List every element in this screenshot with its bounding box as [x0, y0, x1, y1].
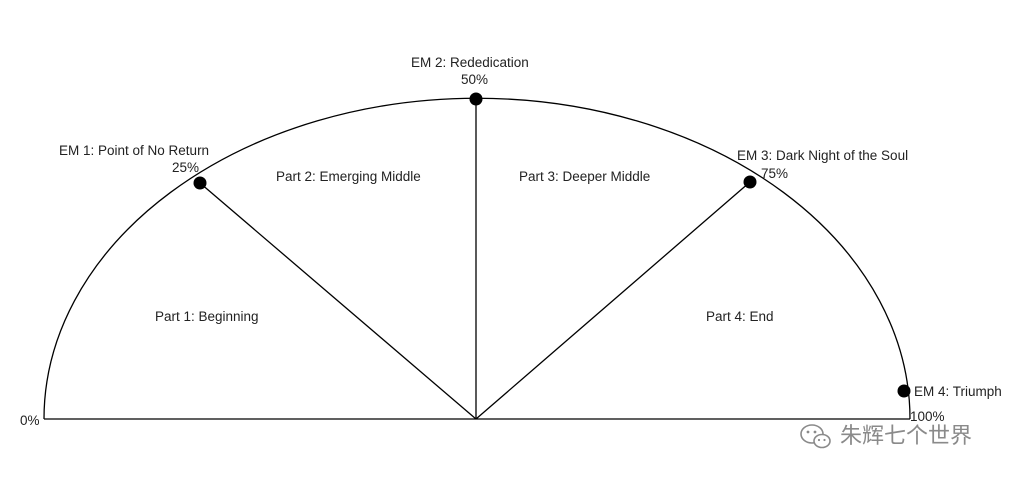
milestone-percent-2: 50% — [461, 72, 488, 87]
axis-start-label: 0% — [20, 413, 40, 428]
wechat-icon — [800, 424, 831, 449]
divider-line-1 — [199, 182, 477, 420]
milestone-percent-3: 75% — [761, 166, 788, 181]
milestone-dot-3 — [743, 175, 757, 189]
milestone-title-4: EM 4: Triumph — [914, 384, 1002, 399]
part-label-2: Part 2: Emerging Middle — [276, 169, 421, 184]
milestone-dot-1 — [193, 176, 207, 190]
milestone-title-1: EM 1: Point of No Return — [59, 143, 209, 158]
watermark-text: 朱辉七个世界 — [840, 424, 972, 449]
axis-end-label: 100% — [910, 409, 945, 424]
part-label-4: Part 4: End — [706, 309, 774, 324]
divider-line-3 — [475, 181, 751, 420]
milestone-percent-1: 25% — [172, 160, 199, 175]
milestone-dot-2 — [469, 92, 483, 106]
milestone-title-3: EM 3: Dark Night of the Soul — [737, 148, 908, 163]
part-label-1: Part 1: Beginning — [155, 309, 259, 324]
milestone-dot-4 — [897, 384, 911, 398]
milestone-title-2: EM 2: Rededication — [411, 55, 529, 70]
part-label-3: Part 3: Deeper Middle — [519, 169, 650, 184]
